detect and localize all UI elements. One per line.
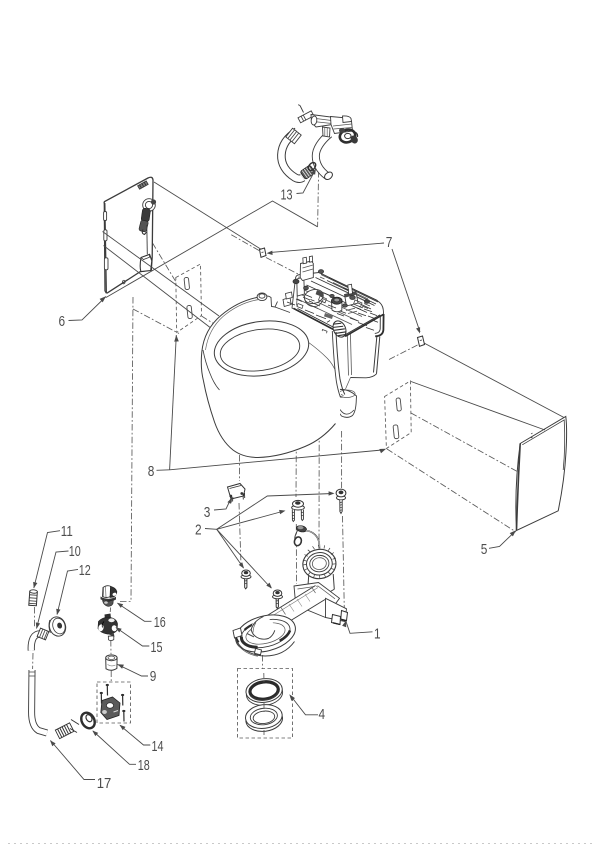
svg-text:8: 8 [148,464,155,480]
svg-text:5: 5 [481,542,488,558]
svg-text:12: 12 [79,563,91,579]
svg-text:4: 4 [319,707,326,723]
svg-text:9: 9 [150,669,157,685]
svg-text:13: 13 [281,188,293,204]
svg-text:14: 14 [152,739,164,755]
svg-text:6: 6 [59,314,66,330]
svg-text:2: 2 [195,523,202,539]
svg-text:16: 16 [154,615,166,631]
svg-text:10: 10 [69,544,81,560]
svg-text:1: 1 [374,627,381,643]
svg-text:3: 3 [204,505,211,521]
svg-text:18: 18 [138,758,150,774]
svg-text:17: 17 [97,776,112,792]
svg-text:7: 7 [386,235,393,251]
svg-text:11: 11 [61,524,73,540]
svg-text:15: 15 [151,640,163,656]
